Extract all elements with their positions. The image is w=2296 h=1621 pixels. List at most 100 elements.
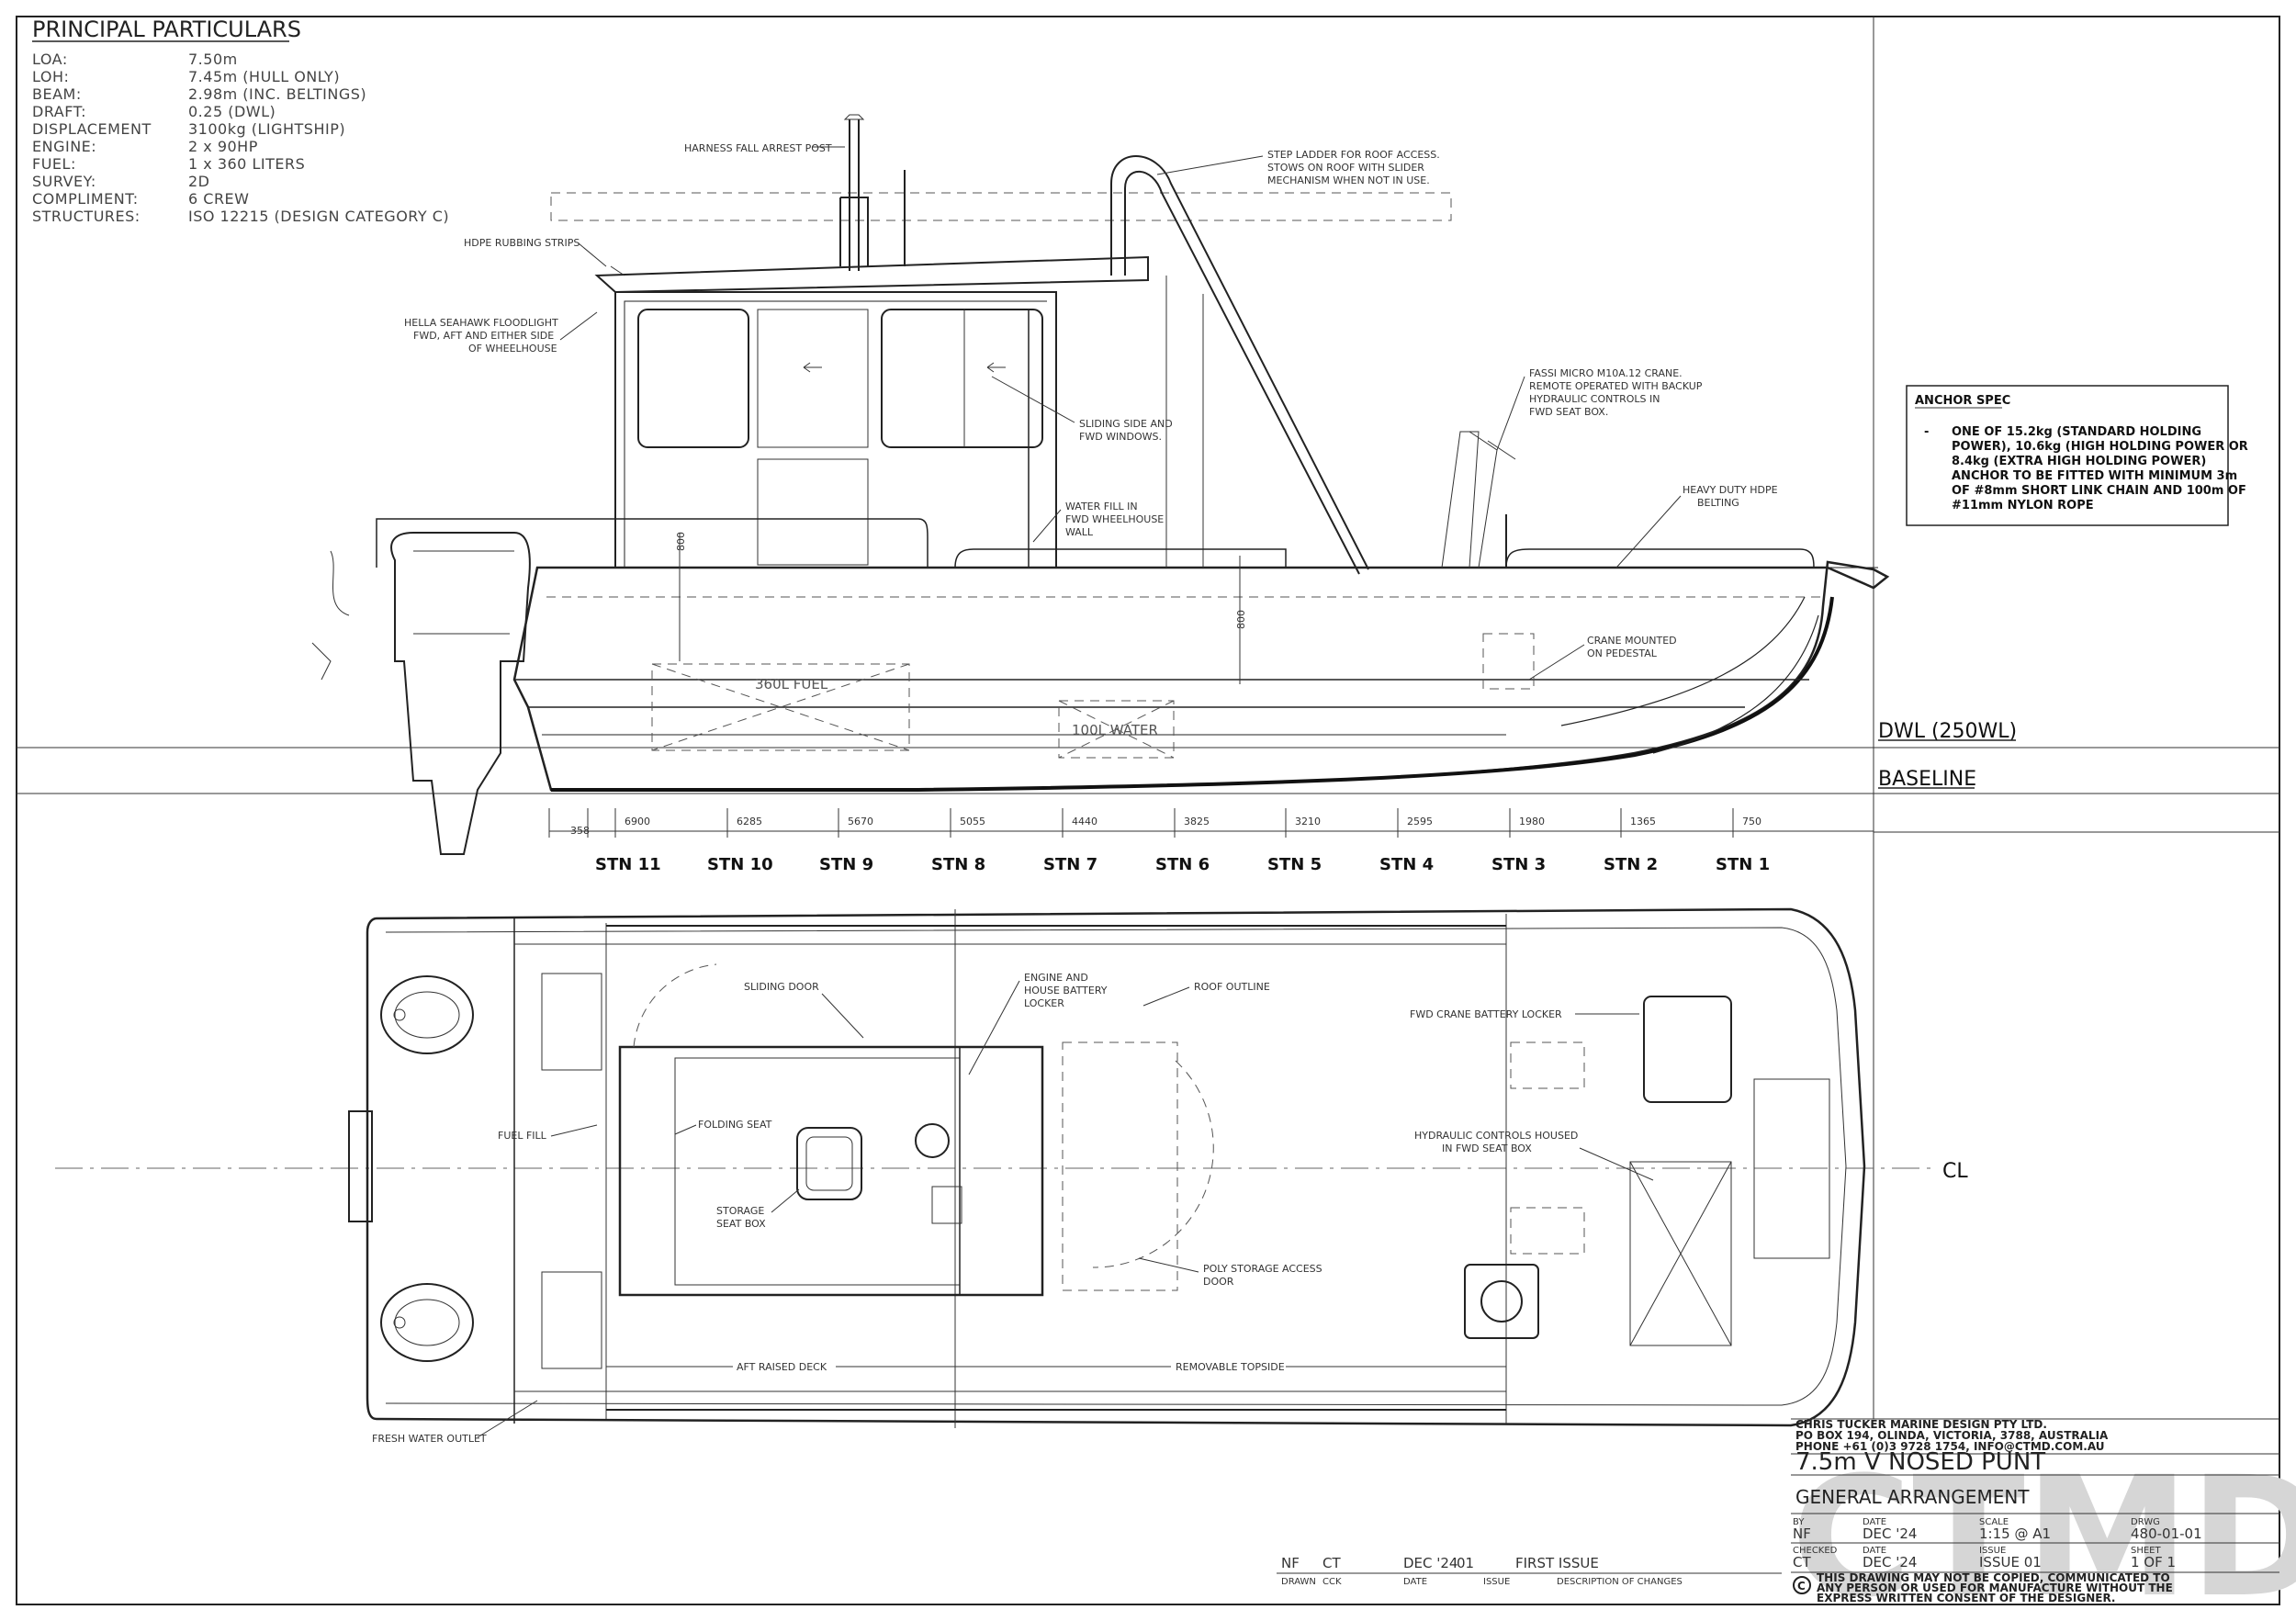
helm-seat xyxy=(796,1127,862,1200)
svg-text:STORAGE: STORAGE xyxy=(716,1205,764,1217)
revision-header: CCK xyxy=(1322,1577,1342,1587)
anchor-spec-title: ANCHOR SPEC xyxy=(1915,394,2010,408)
svg-text:HOUSE BATTERY: HOUSE BATTERY xyxy=(1024,985,1108,996)
note-roof-outline: ROOF OUTLINE xyxy=(1194,981,1270,993)
svg-text:STOWS ON ROOF WITH SLIDER: STOWS ON ROOF WITH SLIDER xyxy=(1267,162,1424,174)
note-removable-topside: REMOVABLE TOPSIDE xyxy=(1176,1361,1285,1373)
svg-text:BELTING: BELTING xyxy=(1697,497,1739,509)
principal-particulars: PRINCIPAL PARTICULARS LOA: 7.50m LOH: 7.… xyxy=(32,17,449,225)
station-dim: 6285 xyxy=(737,816,762,827)
svg-text:LOCKER: LOCKER xyxy=(1024,997,1064,1009)
particular-label: DRAFT: xyxy=(32,103,86,120)
revision-header: DRAWN xyxy=(1281,1577,1316,1587)
station-label: STN 5 xyxy=(1267,855,1322,874)
svg-text:REMOTE OPERATED WITH BACKUP: REMOTE OPERATED WITH BACKUP xyxy=(1529,380,1703,392)
station-dim: 4440 xyxy=(1072,816,1097,827)
particular-label: COMPLIMENT: xyxy=(32,190,139,208)
company-contact: PHONE +61 (0)3 9728 1754, INFO@CTMD.COM.… xyxy=(1795,1440,2104,1453)
date2-label: DATE xyxy=(1863,1546,1886,1556)
drwg-value: 480-01-01 xyxy=(2131,1525,2202,1542)
outboard-motor xyxy=(390,532,531,855)
svg-text:HYDRAULIC CONTROLS HOUSED: HYDRAULIC CONTROLS HOUSED xyxy=(1414,1130,1578,1142)
note-hydraulic-controls: HYDRAULIC CONTROLS HOUSED IN FWD SEAT BO… xyxy=(1414,1130,1654,1181)
date-label: DATE xyxy=(1863,1517,1886,1527)
note-crane: FASSI MICRO M10A.12 CRANE. REMOTE OPERAT… xyxy=(1496,367,1703,451)
station-dim: 750 xyxy=(1742,816,1761,827)
svg-text:OF WHEELHOUSE: OF WHEELHOUSE xyxy=(468,343,557,355)
sheet-value: 1 OF 1 xyxy=(2131,1554,2176,1570)
svg-text:HYDRAULIC CONTROLS IN: HYDRAULIC CONTROLS IN xyxy=(1529,393,1660,405)
profile-view: 360L FUEL 100L WATER xyxy=(311,114,2017,855)
particular-value: 7.45m (HULL ONLY) xyxy=(188,68,340,85)
station-label: STN 7 xyxy=(1043,855,1097,874)
hull-profile xyxy=(512,560,1890,792)
plan-view: CL xyxy=(55,907,1968,1445)
dim-800-fwd: 800 xyxy=(1235,610,1247,629)
checked-value: CT xyxy=(1793,1554,1811,1570)
revision-date: DEC '24 xyxy=(1403,1555,1458,1571)
note-hdpe-rubbing: HDPE RUBBING STRIPS xyxy=(464,237,580,249)
anchor-spec-line: OF #8mm SHORT LINK CHAIN AND 100m OF xyxy=(1952,484,2246,498)
svg-text:STEP LADDER FOR ROOF ACCESS.: STEP LADDER FOR ROOF ACCESS. xyxy=(1267,149,1440,161)
anchor-spec-line: 8.4kg (EXTRA HIGH HOLDING POWER) xyxy=(1952,455,2206,468)
copyright-line: EXPRESS WRITTEN CONSENT OF THE DESIGNER. xyxy=(1817,1592,2115,1604)
crane xyxy=(1441,431,1516,568)
date2-value: DEC '24 xyxy=(1863,1554,1917,1570)
note-engine-locker: ENGINE AND HOUSE BATTERY LOCKER xyxy=(968,972,1108,1075)
svg-text:MECHANISM WHEN NOT IN USE.: MECHANISM WHEN NOT IN USE. xyxy=(1267,174,1430,186)
svg-text:POLY STORAGE ACCESS: POLY STORAGE ACCESS xyxy=(1203,1263,1322,1275)
station-dim: 358 xyxy=(570,825,590,837)
sheet-label: SHEET xyxy=(2131,1546,2162,1556)
anchor-spec-line: ANCHOR TO BE FITTED WITH MINIMUM 3m xyxy=(1952,469,2237,483)
note-fuel-fill: FUEL FILL xyxy=(498,1130,547,1142)
svg-text:SLIDING SIDE AND: SLIDING SIDE AND xyxy=(1079,418,1173,430)
station-dim: 1980 xyxy=(1519,816,1545,827)
revision-header: ISSUE xyxy=(1483,1577,1510,1587)
poly-storage-hatch xyxy=(1062,1041,1178,1291)
copyright-line: ANY PERSON OR USED FOR MANUFACTURE WITHO… xyxy=(1817,1582,2173,1594)
svg-text:ON PEDESTAL: ON PEDESTAL xyxy=(1587,647,1658,659)
particular-value: 3100kg (LIGHTSHIP) xyxy=(188,120,345,138)
svg-text:ENGINE AND: ENGINE AND xyxy=(1024,972,1088,984)
dim-800-aft: 800 xyxy=(675,532,687,551)
issue-label: ISSUE xyxy=(1979,1546,2006,1556)
station-label: STN 1 xyxy=(1716,855,1770,874)
station-dim: 6900 xyxy=(625,816,650,827)
particular-value: 2 x 90HP xyxy=(188,138,258,155)
company-address: PO BOX 194, OLINDA, VICTORIA, 3788, AUST… xyxy=(1795,1429,2109,1442)
note-sliding-windows: SLIDING SIDE AND FWD WINDOWS. xyxy=(991,376,1173,443)
svg-text:FASSI MICRO M10A.12 CRANE.: FASSI MICRO M10A.12 CRANE. xyxy=(1529,367,1683,379)
particulars-table: LOA: 7.50m LOH: 7.45m (HULL ONLY) BEAM: … xyxy=(32,51,449,225)
particular-label: LOA: xyxy=(32,51,68,68)
station-dimensions: 358 6900 6285 5670 5055 4440 3825 3210 2… xyxy=(548,808,1874,874)
anchor-spec: ANCHOR SPEC - ONE OF 15.2kg (STANDARD HO… xyxy=(1906,385,2248,526)
particulars-title: PRINCIPAL PARTICULARS xyxy=(32,17,301,42)
fuel-tank-label: 360L FUEL xyxy=(755,676,828,692)
svg-text:FWD WHEELHOUSE: FWD WHEELHOUSE xyxy=(1065,513,1164,525)
note-poly-storage: POLY STORAGE ACCESS DOOR xyxy=(1138,1257,1322,1288)
particular-value: ISO 12215 (DESIGN CATEGORY C) xyxy=(188,208,449,225)
revision-block: NF CT DEC '24 01 FIRST ISSUE DRAWN CCK D… xyxy=(1277,1555,1782,1587)
drawing-title: GENERAL ARRANGEMENT xyxy=(1795,1486,2030,1508)
particular-label: DISPLACEMENT xyxy=(32,120,152,138)
wheelhouse xyxy=(614,291,1057,568)
note-harness-post: HARNESS FALL ARREST POST xyxy=(684,142,832,154)
particular-value: 1 x 360 LITERS xyxy=(188,155,305,173)
particular-label: ENGINE: xyxy=(32,138,96,155)
title-block: CTMD CHRIS TUCKER MARINE DESIGN PTY LTD.… xyxy=(1791,1418,2296,1621)
particular-label: STRUCTURES: xyxy=(32,208,141,225)
particular-label: FUEL: xyxy=(32,155,76,173)
note-belting: HEAVY DUTY HDPE BELTING xyxy=(1615,484,1778,568)
anchor-spec-line: #11mm NYLON ROPE xyxy=(1952,499,2094,512)
station-dim: 3210 xyxy=(1295,816,1321,827)
ctmd-logo: CTMD xyxy=(1791,1442,2296,1621)
station-dim: 5055 xyxy=(960,816,985,827)
note-fresh-water-outlet: FRESH WATER OUTLET xyxy=(372,1433,487,1445)
revision-header: DESCRIPTION OF CHANGES xyxy=(1557,1577,1683,1587)
svg-text:HEAVY DUTY HDPE: HEAVY DUTY HDPE xyxy=(1683,484,1778,496)
wheelhouse-footprint xyxy=(618,1045,1044,1297)
outboard-port xyxy=(380,975,474,1054)
anchor-spec-line: POWER), 10.6kg (HIGH HOLDING POWER OR xyxy=(1952,440,2248,454)
svg-text:CRANE MOUNTED: CRANE MOUNTED xyxy=(1587,635,1677,647)
